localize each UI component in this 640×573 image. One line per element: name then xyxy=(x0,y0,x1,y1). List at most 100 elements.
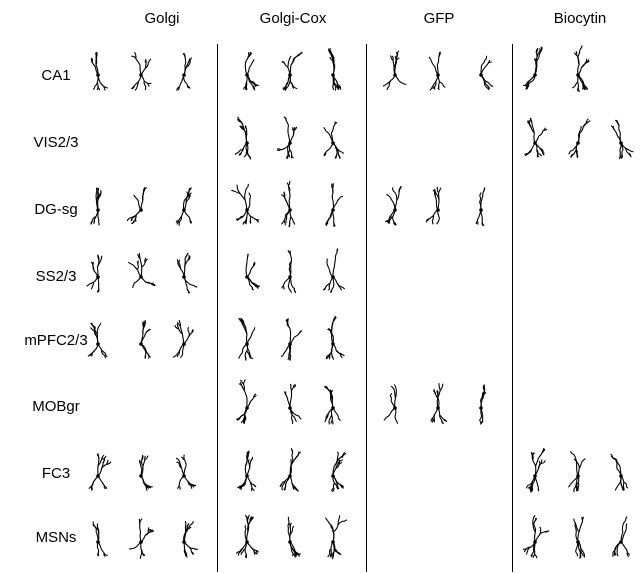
dendrite-segment xyxy=(399,81,403,84)
neuron-soma xyxy=(393,406,397,410)
dendrite-segment xyxy=(338,486,339,489)
neuron-soma xyxy=(245,73,249,77)
dendrite-segment xyxy=(287,319,288,323)
dendrite-segment xyxy=(287,183,289,187)
dendrite-segment xyxy=(340,288,342,291)
neuron-soma xyxy=(96,275,100,279)
neuron-soma xyxy=(479,406,483,410)
dendrite-segment xyxy=(98,193,99,197)
neuron-soma xyxy=(245,342,249,346)
dendrite-segment xyxy=(328,554,330,557)
dendrite-segment xyxy=(328,288,329,291)
dendrite-segment xyxy=(439,52,440,57)
dendrite-segment xyxy=(284,196,287,202)
dendrite-segment xyxy=(332,188,333,193)
neuron-soma xyxy=(96,540,100,544)
dendrite-segment xyxy=(290,384,291,388)
dendrite-segment xyxy=(616,487,617,490)
dendrite-segment xyxy=(245,529,246,534)
dendrite-segment xyxy=(576,528,577,534)
neuron-soma xyxy=(533,474,537,478)
neuron-tracing xyxy=(479,384,486,424)
dendrite-segment xyxy=(290,150,292,155)
neuron-tracing xyxy=(613,517,630,557)
neuron-tracing xyxy=(236,380,256,424)
dendrite-segment xyxy=(134,195,136,198)
dendrite-segment xyxy=(439,82,440,86)
dendrite-segment xyxy=(580,45,583,50)
dendrite-segment xyxy=(246,221,247,224)
dendrite-segment xyxy=(334,259,335,267)
neuron-tracing xyxy=(574,517,585,559)
dendrite-segment xyxy=(251,548,254,552)
dendrite-segment xyxy=(396,420,398,424)
neuron-tracing xyxy=(383,51,406,90)
dendrite-segment xyxy=(247,184,248,187)
dendrite-segment xyxy=(102,482,105,486)
dendrite-segment xyxy=(290,254,291,260)
dendrite-segment xyxy=(432,62,436,68)
neuron-soma xyxy=(533,73,537,77)
dendrite-segment xyxy=(284,221,285,226)
dendrite-segment xyxy=(251,266,254,270)
dendrite-segment xyxy=(295,419,296,422)
dendrite-segment xyxy=(626,524,627,529)
dendrite-segment xyxy=(236,218,239,219)
dendrite-segment xyxy=(325,419,326,423)
dendrite-segment xyxy=(186,284,187,290)
neuron-soma xyxy=(288,141,292,145)
neuron-tracing xyxy=(285,384,302,424)
dendrite-segment xyxy=(88,354,91,356)
dendrite-segment xyxy=(288,517,289,521)
dendrite-segment xyxy=(286,120,288,125)
dendrite-segment xyxy=(396,390,397,398)
dendrite-segment xyxy=(248,254,249,257)
dendrite-segment xyxy=(185,82,187,86)
dendrite-segment xyxy=(334,525,339,532)
dendrite-segment xyxy=(245,193,246,200)
dendrite-segment xyxy=(92,62,96,67)
dendrite-segment xyxy=(480,415,481,420)
dendrite-segment xyxy=(432,220,433,224)
neuron-tracing xyxy=(176,455,196,490)
neuron-soma xyxy=(139,540,143,544)
dendrite-segment xyxy=(134,282,137,285)
dendrite-segment xyxy=(87,284,90,286)
dendrite-segment xyxy=(625,548,627,553)
dendrite-segment xyxy=(585,59,586,63)
dendrite-segment xyxy=(395,192,397,200)
neuron-soma xyxy=(393,208,397,212)
dendrite-segment xyxy=(393,187,395,192)
neuron-tracing xyxy=(611,454,628,491)
dendrite-segment xyxy=(299,416,301,419)
dendrite-segment xyxy=(538,488,539,492)
neuron-soma xyxy=(96,342,100,346)
neuron-tracing xyxy=(324,386,341,425)
dendrite-segment xyxy=(248,515,249,519)
dendrite-segment xyxy=(340,196,343,198)
neuron-soma xyxy=(288,540,292,544)
dendrite-segment xyxy=(533,554,534,557)
neuron-tracing xyxy=(182,521,198,557)
neuron-soma xyxy=(288,208,292,212)
dendrite-segment xyxy=(533,516,535,520)
dendrite-segment xyxy=(543,151,544,154)
dendrite-segment xyxy=(290,251,291,255)
dendrite-segment xyxy=(185,460,187,466)
dendrite-segment xyxy=(249,63,252,67)
dendrite-segment xyxy=(144,81,148,84)
neuron-tracing xyxy=(331,452,346,492)
dendrite-segment xyxy=(246,459,248,466)
dendrite-segment xyxy=(91,350,95,354)
neuron-tracing xyxy=(173,320,193,358)
dendrite-segment xyxy=(333,549,334,553)
dendrite-segment xyxy=(625,517,627,521)
dendrite-segment xyxy=(490,84,494,87)
dendrite-segment xyxy=(238,355,240,359)
dendrite-segment xyxy=(250,284,253,288)
dendrite-segment xyxy=(286,392,287,396)
dendrite-segment xyxy=(254,552,255,555)
dendrite-segment xyxy=(288,284,289,289)
dendrite-segment xyxy=(281,148,286,150)
neuron-tracing xyxy=(426,187,441,224)
